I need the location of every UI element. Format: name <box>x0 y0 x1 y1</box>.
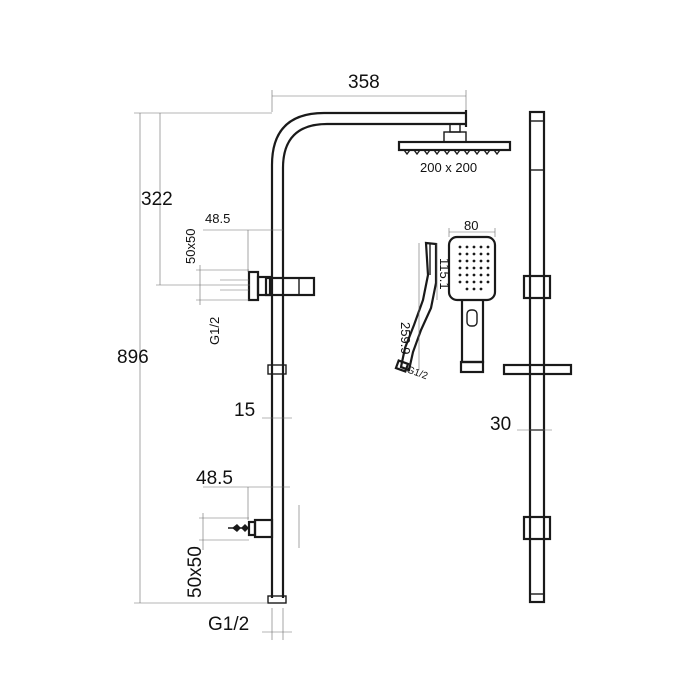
front-view-shower-rail <box>267 110 468 604</box>
lower-thread-label: G1/2 <box>208 614 249 635</box>
lower-bracket-label: 50x50 <box>185 546 206 598</box>
handset-head-length-label: 115.1 <box>437 258 452 290</box>
lower-offset-label: 48.5 <box>196 468 233 489</box>
dimension-lines <box>134 90 467 640</box>
total-height-label: 896 <box>117 347 149 368</box>
upper-bracket-label: 50x50 <box>183 229 198 264</box>
side-width-label: 30 <box>490 414 511 435</box>
head-size-label: 200 x 200 <box>420 160 477 175</box>
handset-length-label: 259.9 <box>398 322 413 355</box>
upper-slider-bracket <box>247 270 316 302</box>
pipe-diameter-label: 15 <box>234 400 255 421</box>
side-view-rail <box>502 110 573 604</box>
arm-length-label: 358 <box>348 72 380 93</box>
upper-height-label: 322 <box>141 189 173 210</box>
handset-thread-label: G1/2 <box>405 364 430 382</box>
handset-width-label: 80 <box>464 218 478 233</box>
dimension-labels: 358 200 x 200 322 896 48.5 50x50 G1/2 15… <box>117 72 511 635</box>
shower-head <box>397 123 512 156</box>
hand-shower-side <box>394 241 438 373</box>
lower-wall-bracket <box>228 518 274 539</box>
upper-thread-label: G1/2 <box>207 317 222 345</box>
upper-offset-label: 48.5 <box>205 211 230 226</box>
hand-shower-front <box>418 228 497 374</box>
